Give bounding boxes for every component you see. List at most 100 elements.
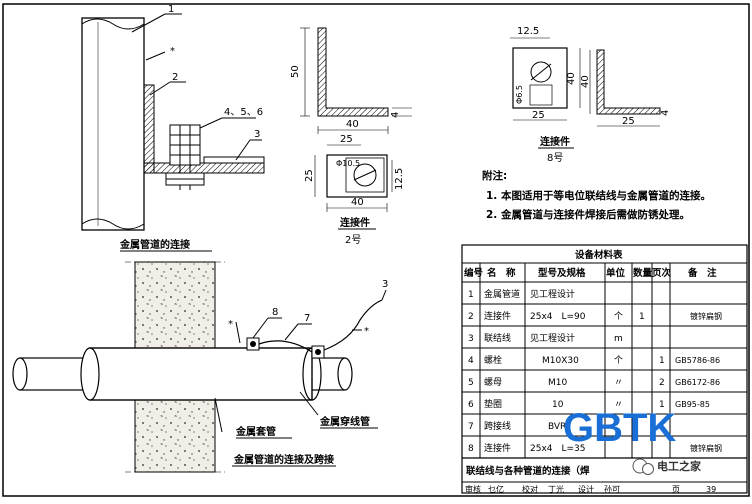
svg-text:金属管道: 金属管道 (484, 288, 520, 300)
svg-text:见工程设计: 见工程设计 (530, 332, 575, 344)
callout-2: 2 (172, 72, 178, 83)
table-row: 8 连接件 25x4 L=35 镀锌扁钢 (468, 442, 722, 454)
dim-4-b: 4 (660, 110, 671, 116)
svg-text:螺母: 螺母 (484, 377, 502, 388)
dim-25-a: 25 (340, 134, 353, 145)
angle-connector-foot (143, 162, 265, 174)
th-name: 名 称 (487, 267, 516, 279)
fig3-connector-8: 12.5 Φ6.5 40 25 40 25 4 连接件 8号 (510, 26, 671, 164)
callout-7: 7 (304, 313, 310, 324)
callout-3-b: 3 (382, 279, 388, 290)
svg-text:个: 个 (614, 355, 623, 366)
table-row: 4 螺栓 M10X30 个 1 GB5786-86 (468, 354, 720, 366)
svg-text:3: 3 (468, 334, 474, 344)
svg-text:2: 2 (659, 378, 665, 388)
table-row: 2 连接件 25x4 L=90 个 1 镀锌扁钢 (468, 310, 722, 322)
svg-text:镀锌扁钢: 镀锌扁钢 (690, 443, 722, 453)
callout-star-b: * (228, 319, 233, 330)
sheet-border (2, 3, 750, 497)
svg-text:校对: 校对 (522, 484, 538, 494)
fig4-caption: 金属管道的连接及跨接 (233, 453, 334, 466)
dim-25-b: 25 (304, 169, 315, 182)
fig2-caption-title: 连接件 (340, 216, 370, 229)
dim-25-c: 25 (532, 110, 545, 121)
svg-text:连接件: 连接件 (484, 442, 511, 454)
svg-text:m: m (614, 334, 623, 344)
callout-3: 3 (254, 129, 260, 140)
svg-text:连接件: 连接件 (484, 310, 511, 322)
bonding-wire (323, 299, 383, 351)
th-number: 编号 (464, 267, 484, 279)
wechat-watermark: 电工之家 (632, 458, 702, 475)
brand-label: 电工之家 (657, 459, 702, 473)
th-page: 页次 (652, 267, 672, 279)
svg-text:1: 1 (468, 290, 474, 300)
table-title: 设备材料表 (575, 249, 623, 261)
svg-text:GB95-85: GB95-85 (675, 400, 710, 409)
svg-text:GB5786-86: GB5786-86 (675, 356, 720, 365)
svg-text:7: 7 (468, 422, 474, 432)
svg-text:〃: 〃 (614, 378, 623, 388)
callout-star-c: * (364, 326, 369, 337)
svg-text:25x4 L=90: 25x4 L=90 (530, 312, 586, 322)
dim-12-5-b: 12.5 (517, 26, 539, 37)
fig2-connector-2: 50 40 4 25 Φ10.5 25 12.5 40 连接件 2号 (290, 27, 412, 246)
svg-text:39: 39 (706, 485, 716, 494)
notes-title: 附注: (482, 169, 507, 182)
dim-dia-6-5: Φ6.5 (515, 85, 524, 104)
svg-text:8: 8 (468, 444, 474, 454)
fig3-caption-number: 8号 (547, 152, 563, 164)
fig2-caption-number: 2号 (345, 234, 361, 246)
connector8-plan-view (512, 47, 568, 109)
table-row: 3 联结线 见工程设计 m (468, 332, 623, 344)
svg-text:1: 1 (659, 400, 665, 410)
callout-8: 8 (272, 307, 278, 318)
th-unit: 单位 (606, 267, 626, 279)
svg-text:GB6172-86: GB6172-86 (675, 378, 720, 387)
dim-40-d: 40 (580, 75, 591, 88)
svg-text:跨接线: 跨接线 (484, 420, 511, 432)
svg-text:10: 10 (552, 400, 564, 410)
svg-text:页: 页 (672, 485, 680, 494)
callout-4-5-6: 4、5、6 (224, 107, 263, 118)
svg-text:联结线: 联结线 (484, 332, 511, 344)
fig3-caption-title: 连接件 (540, 135, 570, 148)
bonding-strap (203, 156, 265, 164)
svg-text:5: 5 (468, 378, 474, 388)
dim-40-c: 40 (566, 72, 577, 85)
svg-text:设计: 设计 (578, 484, 594, 494)
svg-text:镀锌扁钢: 镀锌扁钢 (690, 311, 722, 321)
svg-text:6: 6 (468, 400, 474, 410)
vertical-pipe (81, 17, 145, 231)
note-1: 1. 本图适用于等电位联结线与金属管道的连接。 (486, 189, 711, 202)
svg-text:孙可: 孙可 (604, 484, 620, 494)
dim-4-a: 4 (390, 112, 401, 118)
bolt-hole (530, 61, 552, 83)
table-row: 1 金属管道 见工程设计 (468, 288, 575, 300)
dim-40-b: 40 (351, 197, 364, 208)
svg-text:BVR: BVR (548, 422, 566, 432)
svg-text:个: 个 (614, 311, 623, 322)
sleeve-label: 金属套管 (235, 425, 276, 438)
th-model: 型号及规格 (538, 267, 586, 279)
th-qty: 数量 (632, 267, 653, 279)
fig1-pipe-connection: 1 * 2 4、5、6 3 金属管道的连接 (81, 4, 265, 252)
svg-text:25x4 L=35: 25x4 L=35 (530, 444, 586, 454)
svg-text:审核: 审核 (465, 484, 481, 494)
svg-text:丁光: 丁光 (548, 484, 564, 494)
fig4-pipe-bridge: 8 7 3 * * 金属套管 金属穿线管 金属管道的连接及跨接 (12, 261, 388, 473)
svg-text:M10X30: M10X30 (542, 356, 579, 366)
jumper-wire (258, 340, 313, 353)
table-footer-title: 联结线与各种管道的连接（焊 (466, 465, 590, 477)
svg-text:1: 1 (639, 312, 645, 322)
dim-40-a: 40 (346, 119, 359, 130)
dim-dia-10-5: Φ10.5 (336, 159, 360, 168)
table-row: 5 螺母 M10 〃 2 GB6172-86 (468, 377, 720, 388)
connector2-side-view (317, 27, 389, 117)
callout-1: 1 (168, 4, 174, 15)
equipment-table: 设备材料表 编号 名 称 型号及规格 单位 数量 页次 备 注 1 金属管道 见… (461, 244, 748, 494)
svg-text:M10: M10 (548, 378, 567, 388)
gbtk-watermark-logo: GBTK (563, 406, 676, 450)
